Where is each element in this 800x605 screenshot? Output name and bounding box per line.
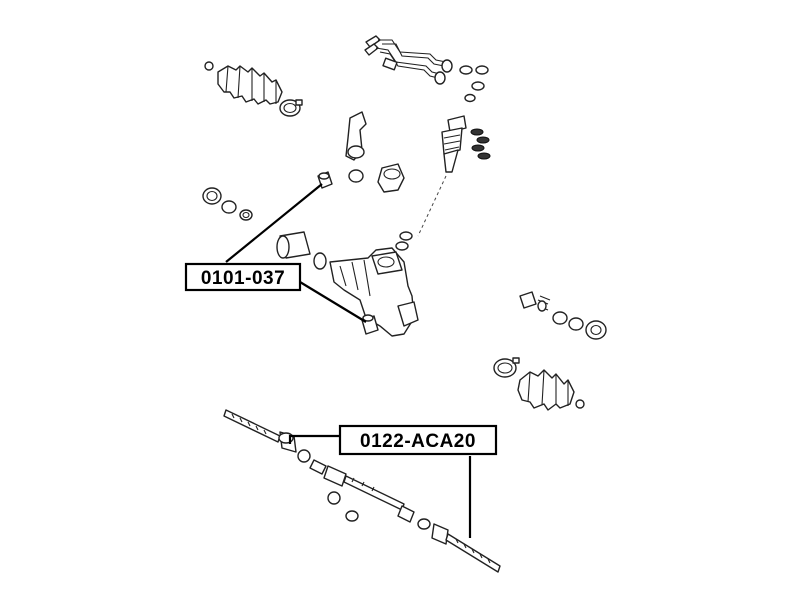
arm-bushing xyxy=(348,169,364,183)
ball-socket-right xyxy=(431,523,449,545)
right-boot-assembly xyxy=(493,357,585,411)
valve-grooves xyxy=(443,134,461,151)
small-ring xyxy=(204,61,214,71)
pipe-line-2 xyxy=(375,47,441,75)
thread-marks-right xyxy=(455,538,491,564)
callout-label-0101-037: 0101-037 xyxy=(184,262,302,292)
thread-marks-left xyxy=(231,413,267,435)
housing-ribs xyxy=(339,259,371,297)
yoke-parts xyxy=(317,111,405,193)
bearing-ring-1 xyxy=(399,231,413,241)
pipe-bracket xyxy=(382,57,398,71)
o-ring-top-3 xyxy=(471,81,485,91)
rack-guide-bushing xyxy=(377,163,405,193)
pipe-line-2b xyxy=(379,51,439,79)
pipe-line-1 xyxy=(378,39,447,63)
valve-shaft xyxy=(443,149,459,173)
washer-right xyxy=(568,317,584,331)
valve-port xyxy=(377,256,395,268)
pipe-line-1b xyxy=(382,43,445,67)
pipe-nut-2 xyxy=(434,71,446,85)
washer-small-hole xyxy=(242,211,250,219)
leader-0101-037-lower xyxy=(299,281,367,323)
seal-1 xyxy=(470,128,484,136)
rack-teeth xyxy=(351,477,375,492)
cap-right xyxy=(585,320,607,340)
o-ring-top-2 xyxy=(475,65,489,75)
callout-text-0122-ACA20: 0122-ACA20 xyxy=(360,431,476,452)
boot-clamp-right-inner xyxy=(497,362,513,374)
cylinder-cap xyxy=(276,235,290,259)
washer-bottom-1 xyxy=(327,491,341,505)
hydraulic-pipes xyxy=(364,35,489,103)
callout-text-0101-037: 0101-037 xyxy=(201,268,285,289)
boot-folds xyxy=(225,65,277,104)
pinion-valve xyxy=(395,115,491,251)
bellows-boot-right xyxy=(517,369,575,411)
lock-nut-right xyxy=(417,518,431,530)
boot-clamp-right xyxy=(493,358,517,378)
clamp-tab xyxy=(295,99,303,106)
assembly-axis xyxy=(417,175,447,237)
leader-0122-ACA20-left xyxy=(288,434,340,444)
valve-housing-top xyxy=(371,251,403,275)
left-boot-assembly xyxy=(204,61,303,117)
arm-collar xyxy=(347,145,365,159)
rack-end-right xyxy=(397,505,415,523)
callout-box-0122-ACA20 xyxy=(338,424,498,456)
seal-2 xyxy=(476,136,490,144)
small-ring-right xyxy=(575,399,585,409)
bushing-bore xyxy=(383,168,401,180)
o-ring-top-1 xyxy=(459,65,473,75)
bellows-boot-left xyxy=(217,65,283,105)
screw-tip xyxy=(537,300,547,312)
washer-small xyxy=(239,209,253,221)
callout-box-0101-037 xyxy=(184,262,302,292)
boot-folds-right xyxy=(527,369,569,406)
seal-4 xyxy=(477,152,491,160)
lock-nut xyxy=(552,311,568,325)
boot-clamp-left xyxy=(279,99,301,117)
bearing-ring-2 xyxy=(395,241,409,251)
washer-bottom-2 xyxy=(345,510,359,522)
adjust-screw-head xyxy=(519,291,537,309)
cap-right-hole xyxy=(590,324,602,336)
pipe-fitting-2 xyxy=(364,43,379,56)
lock-nut-left xyxy=(297,449,311,463)
boot-clamp-inner xyxy=(283,102,297,114)
washer-mid xyxy=(221,200,237,214)
callout-leaders xyxy=(225,183,472,538)
washer-large-hole xyxy=(206,190,218,202)
seal-3 xyxy=(471,144,485,152)
leader-0101-037-upper xyxy=(225,183,323,263)
spacer xyxy=(309,459,327,475)
pipe-nut-1 xyxy=(441,59,453,73)
rack-housing xyxy=(276,231,419,337)
clamp-tab-right xyxy=(512,357,520,364)
mount-boss xyxy=(397,301,419,327)
o-ring-top-4 xyxy=(464,93,476,103)
tie-rod-assembly xyxy=(223,409,501,573)
part-0101-037-upper-end xyxy=(318,172,330,180)
right-small-parts xyxy=(519,291,607,340)
left-washers xyxy=(202,187,253,221)
rack-end-body xyxy=(323,465,347,487)
callout-label-0122-ACA20: 0122-ACA20 xyxy=(338,424,498,456)
housing-seal xyxy=(313,252,327,270)
washer-large xyxy=(202,187,222,205)
tie-rod-end-threaded-right xyxy=(445,533,501,573)
part-0101-037-lower-end xyxy=(362,314,374,322)
